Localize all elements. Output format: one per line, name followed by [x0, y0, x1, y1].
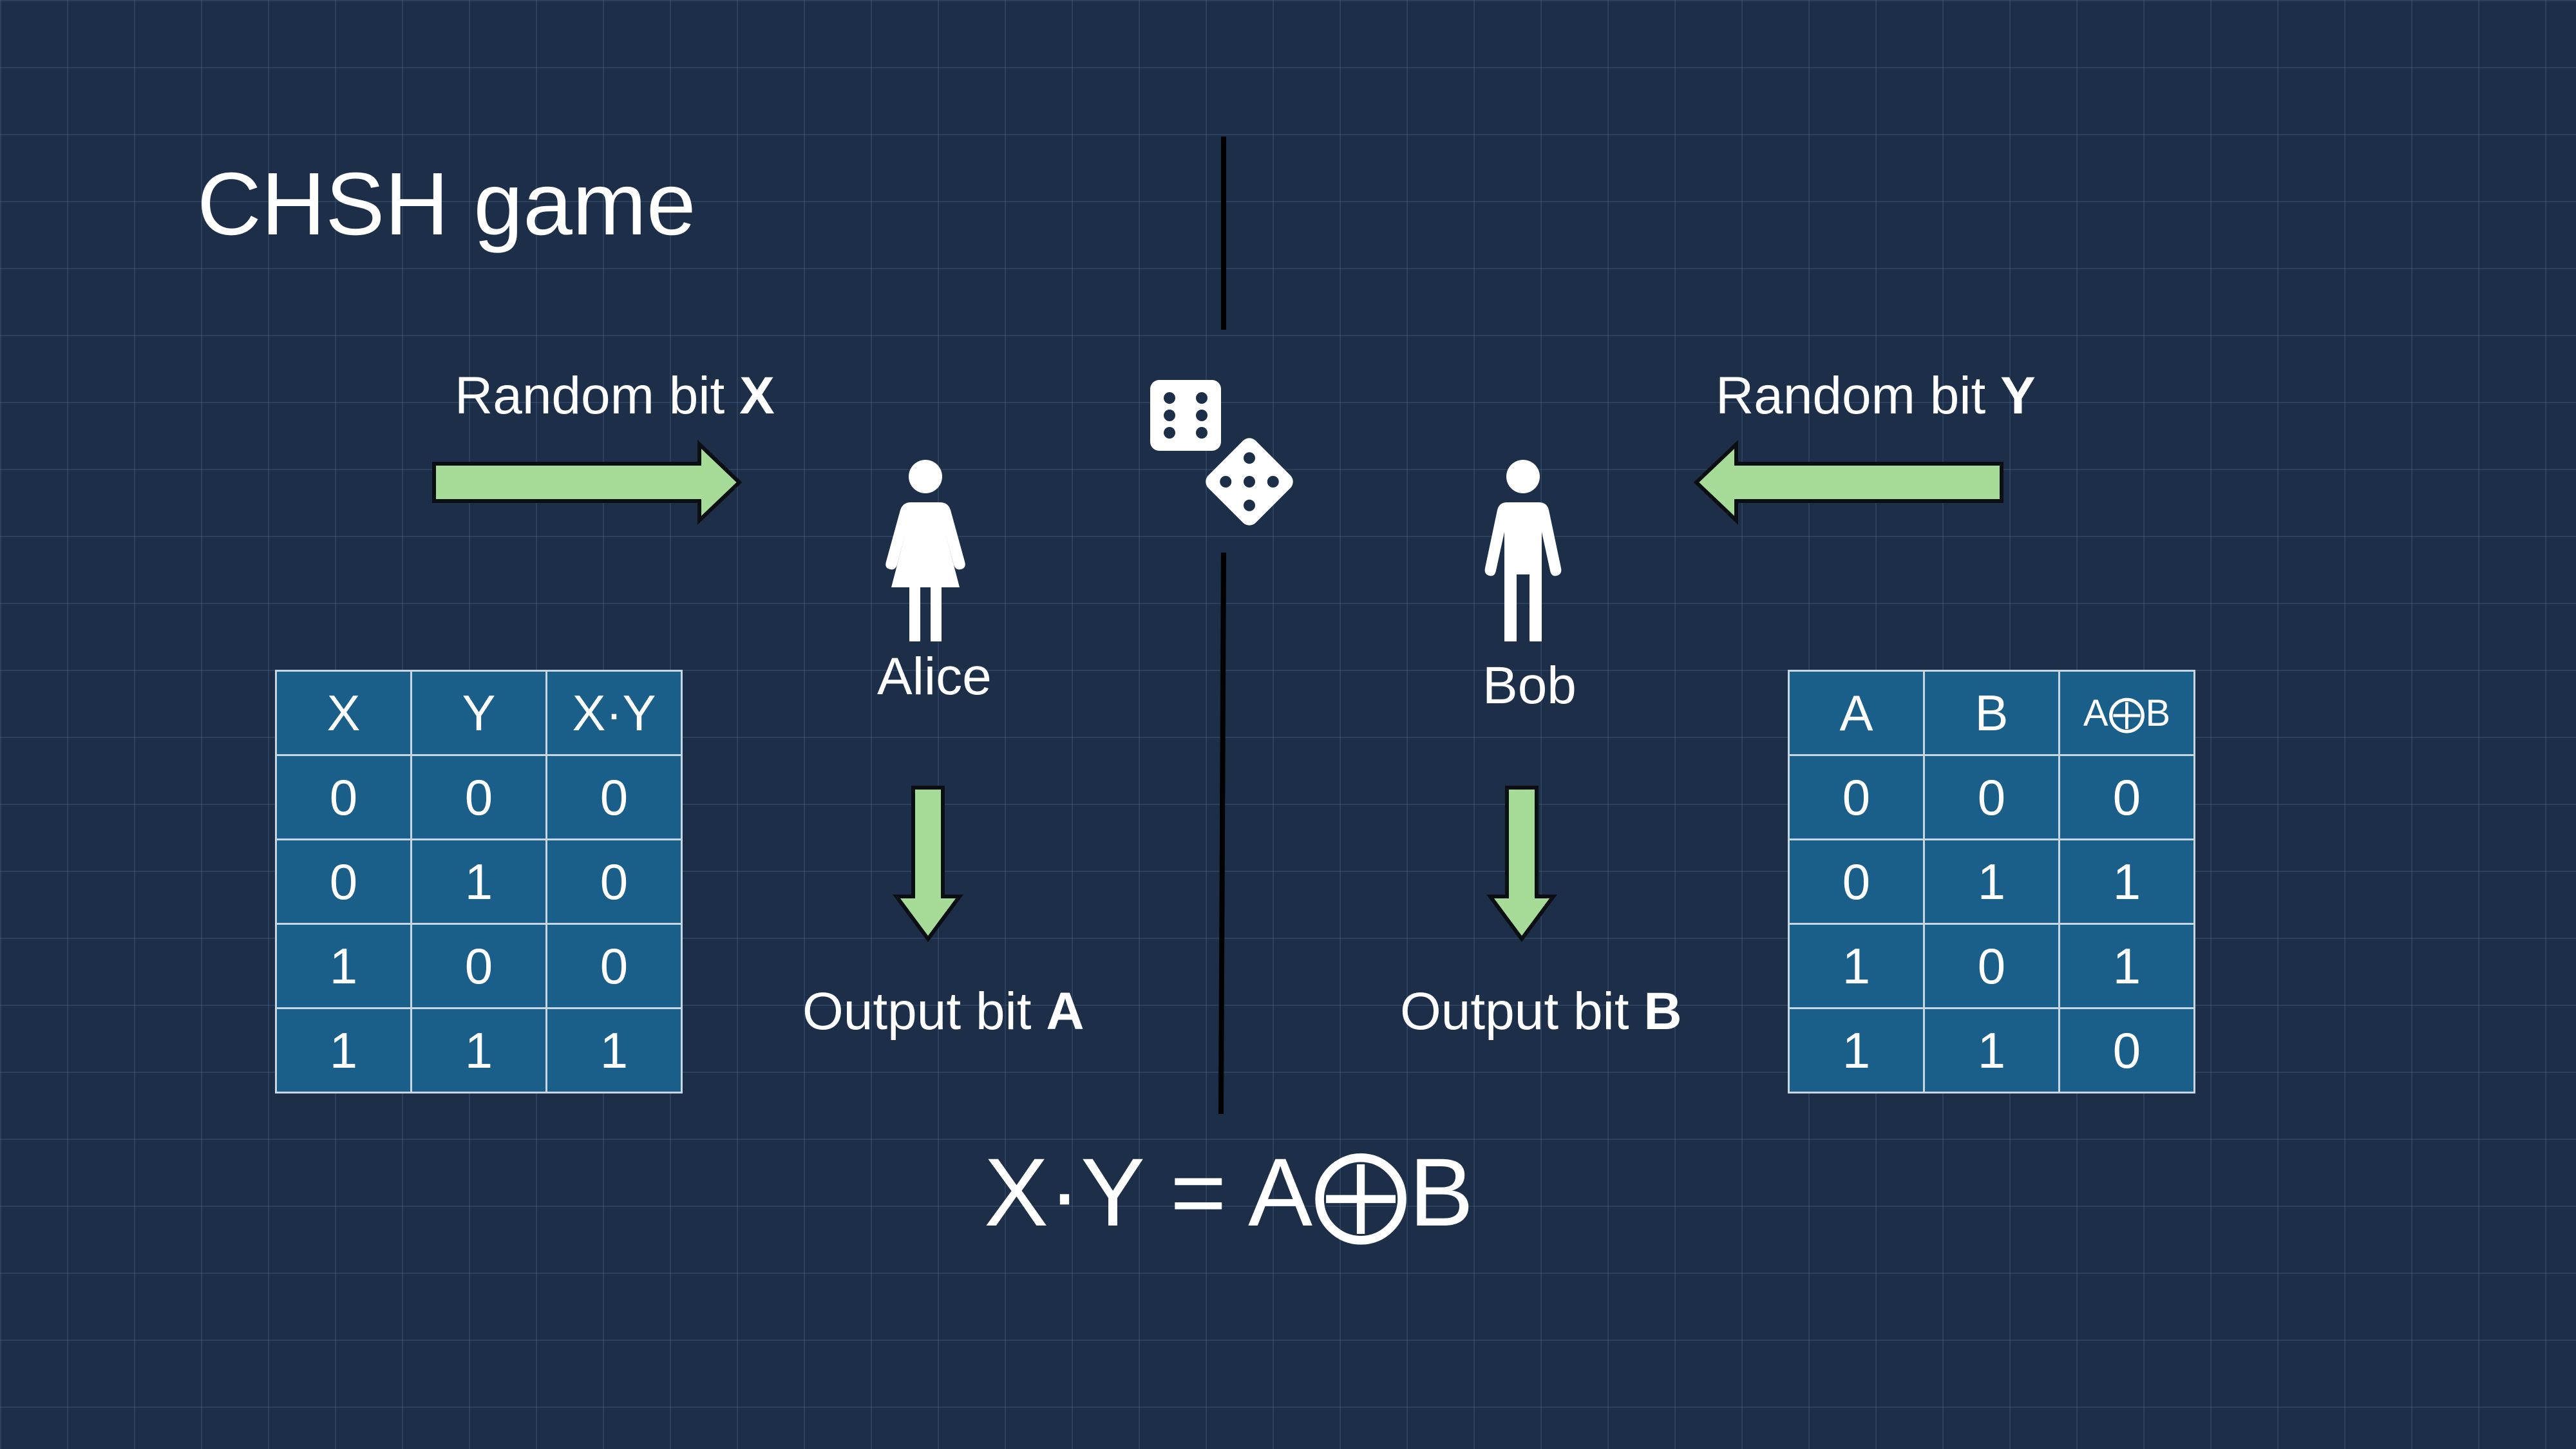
- table-header-cell: Y: [410, 670, 547, 756]
- alice-output-label: Output bit A: [802, 982, 1084, 1041]
- table-row: 0 1 0: [275, 838, 683, 925]
- truth-table-xy: X Y X·Y 0 0 0 0 1 0 1 0 0 1 1 1: [275, 670, 683, 1094]
- table-cell: 1: [275, 1007, 412, 1094]
- dice-icon: [1150, 380, 1293, 526]
- table-cell: 0: [1788, 838, 1925, 925]
- table-cell: 0: [410, 923, 547, 1009]
- table-cell: 0: [1923, 923, 2060, 1009]
- table-cell: 0: [1788, 754, 1925, 840]
- die-tilted: [1206, 438, 1293, 526]
- table-cell: 1: [410, 838, 547, 925]
- arrow-left-icon: [1693, 440, 2003, 525]
- arrow-down-icon: [893, 786, 963, 943]
- bob-name: Bob: [1482, 656, 1577, 715]
- table-cell: 0: [2058, 754, 2195, 840]
- table-row: 1 1 1: [275, 1007, 683, 1094]
- table-cell: 0: [275, 838, 412, 925]
- table-header-cell: A⨁B: [2058, 670, 2195, 756]
- table-row: 1 1 0: [1788, 1007, 2195, 1094]
- truth-table-ab: A B A⨁B 0 0 0 0 1 1 1 0 1 1 1 0: [1788, 670, 2195, 1094]
- table-header-row: X Y X·Y: [275, 670, 683, 756]
- alice-name: Alice: [877, 647, 992, 706]
- man-icon: [1484, 460, 1562, 641]
- table-cell: 1: [1788, 1007, 1925, 1094]
- table-cell: 0: [545, 838, 683, 925]
- table-cell: 1: [2058, 838, 2195, 925]
- table-cell: 0: [2058, 1007, 2195, 1094]
- table-cell: 0: [545, 754, 683, 840]
- table-cell: 1: [1923, 838, 2060, 925]
- winning-condition-equation: X·Y = A⨁B: [984, 1138, 1474, 1246]
- die-upright: [1150, 380, 1221, 451]
- table-row: 0 1 1: [1788, 838, 2195, 925]
- table-header-cell: X·Y: [545, 670, 683, 756]
- page-title: CHSH game: [197, 155, 696, 254]
- bob-output-label: Output bit B: [1400, 982, 1682, 1041]
- alice-input-label: Random bit X: [455, 366, 775, 425]
- table-cell: 1: [410, 1007, 547, 1094]
- table-header-cell: A: [1788, 670, 1925, 756]
- arrow-right-icon: [432, 440, 743, 525]
- table-cell: 1: [545, 1007, 683, 1094]
- woman-icon: [886, 460, 965, 641]
- table-header-cell: X: [275, 670, 412, 756]
- table-row: 0 0 0: [1788, 754, 2195, 840]
- table-cell: 0: [1923, 754, 2060, 840]
- bob-input-label: Random bit Y: [1716, 366, 2036, 425]
- table-cell: 0: [275, 754, 412, 840]
- table-header-row: A B A⨁B: [1788, 670, 2195, 756]
- table-cell: 1: [1923, 1007, 2060, 1094]
- arrow-down-icon: [1486, 786, 1557, 943]
- table-header-cell: B: [1923, 670, 2060, 756]
- table-cell: 1: [2058, 923, 2195, 1009]
- table-cell: 0: [410, 754, 547, 840]
- table-cell: 1: [1788, 923, 1925, 1009]
- table-row: 1 0 0: [275, 923, 683, 1009]
- table-row: 1 0 1: [1788, 923, 2195, 1009]
- table-cell: 0: [545, 923, 683, 1009]
- table-row: 0 0 0: [275, 754, 683, 840]
- table-cell: 1: [275, 923, 412, 1009]
